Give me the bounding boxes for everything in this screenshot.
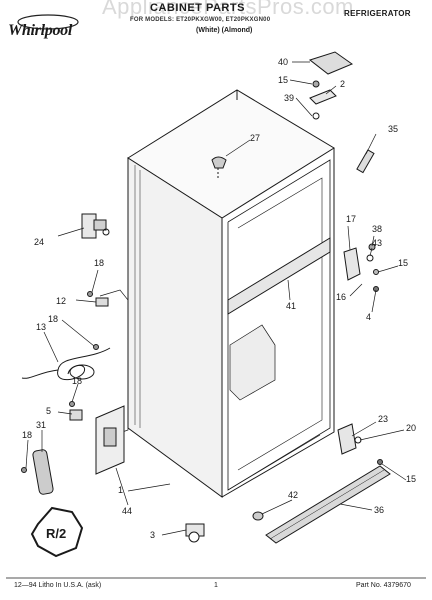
revision-badge: R/2 <box>30 506 84 558</box>
callout-18b: 18 <box>48 314 59 324</box>
callout-18d: 18 <box>22 430 33 440</box>
callout-17: 17 <box>346 214 357 224</box>
top-hinge <box>309 89 337 105</box>
lower-hinge <box>337 423 357 455</box>
page-number: 1 <box>214 582 218 589</box>
shelf-screw <box>211 156 227 169</box>
divider-rail <box>227 237 331 315</box>
part-number: Part No. 4379670 <box>356 582 411 589</box>
hinge-bolt <box>312 80 320 88</box>
door-stop <box>356 149 375 174</box>
callout-1: 1 <box>118 485 124 495</box>
callout-15b: 15 <box>398 258 409 268</box>
callout-16: 16 <box>336 292 347 302</box>
callout-31: 31 <box>36 420 47 430</box>
liner-opening <box>227 159 331 491</box>
callout-38: 38 <box>372 224 383 234</box>
cabinet-left-side <box>127 157 223 498</box>
callout-2: 2 <box>340 79 346 89</box>
color-variants: (White) (Almond) <box>196 27 253 34</box>
hinge-cover <box>308 51 354 75</box>
callout-20: 20 <box>406 423 417 433</box>
cabinet-body <box>127 89 335 498</box>
category-label: REFRIGERATOR <box>344 9 411 18</box>
callout-35: 35 <box>388 124 399 134</box>
watermark: AppliancePartsPros.com <box>102 0 354 19</box>
callout-36: 36 <box>374 505 385 515</box>
badge-text: R/2 <box>46 526 66 541</box>
callout-18c: 18 <box>72 376 83 386</box>
brand-name: Whirlpool <box>8 22 72 39</box>
page-title: CABINET PARTS <box>150 2 245 14</box>
toe-cap <box>32 449 54 495</box>
callout-42: 42 <box>288 490 299 500</box>
leader-lines <box>25 61 407 536</box>
model-list: FOR MODELS: ET20PKXGW00, ET20PKXGN00 <box>130 17 271 23</box>
callout-3: 3 <box>150 530 156 540</box>
callout-23: 23 <box>378 414 389 424</box>
callout-13: 13 <box>36 322 47 332</box>
grille-bushing <box>252 511 264 521</box>
sensor-screw <box>87 291 93 297</box>
print-info: 12—94 Litho In U.S.A. (ask) <box>14 582 102 589</box>
callout-24: 24 <box>34 237 45 247</box>
callout-40: 40 <box>278 57 289 67</box>
cabinet-right-edge <box>221 148 335 498</box>
callout-39: 39 <box>284 93 295 103</box>
callout-18: 18 <box>94 258 105 268</box>
callout-44: 44 <box>122 506 133 516</box>
crisper-shape <box>229 324 276 401</box>
shelf-support-bracket <box>81 213 110 239</box>
callout-41: 41 <box>286 301 297 311</box>
callout-27: 27 <box>250 133 261 143</box>
wire-harness <box>21 344 111 381</box>
callout-43: 43 <box>372 238 383 248</box>
sensor-clip <box>95 297 109 307</box>
callout-12: 12 <box>56 296 67 306</box>
callout-15: 15 <box>278 75 289 85</box>
callout-5: 5 <box>46 406 52 416</box>
harness-screw <box>93 344 99 350</box>
hinge-shim <box>312 112 320 120</box>
callout-15c: 15 <box>406 474 417 484</box>
callout-4: 4 <box>366 312 372 322</box>
logo-swoosh <box>17 14 79 30</box>
plate-opening <box>103 427 117 447</box>
leveling-roller <box>185 523 205 543</box>
brand-logo <box>17 14 79 30</box>
tube-clip <box>69 409 83 421</box>
